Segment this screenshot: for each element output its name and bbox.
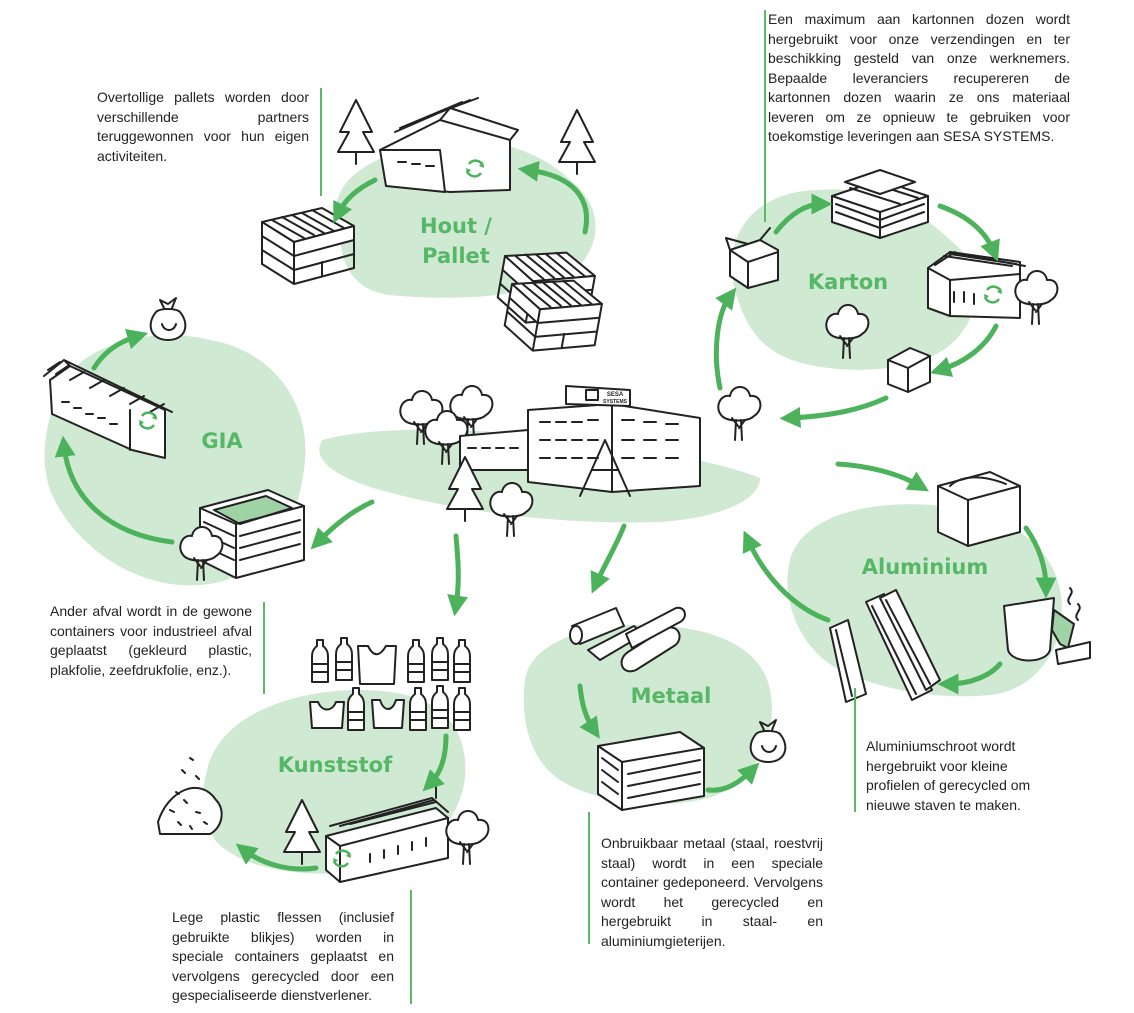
company-sign: SESA: [607, 392, 624, 398]
note-kunststof: Lege plastic flessen (inclusief gebruikt…: [172, 909, 394, 1003]
karton-cluster: [713, 169, 1059, 428]
hout-cluster: [261, 97, 607, 363]
warehouse-icon: [379, 97, 519, 193]
small-box-icon: [887, 347, 931, 393]
warehouse-icon: [927, 251, 1059, 325]
svg-text:SYSTEMS: SYSTEMS: [603, 399, 628, 405]
container-icon: [937, 471, 1021, 547]
note-line-gia: [263, 602, 265, 694]
note-line-metaal: [588, 812, 590, 944]
note-gia: Ander afval wordt in de gewone container…: [50, 603, 252, 678]
plastic-granules-icon: [157, 757, 223, 835]
note-line-hout: [320, 88, 322, 196]
container-icon: [597, 731, 705, 811]
cardboard-box-icon: [725, 227, 779, 289]
note-line-kunststof: [410, 890, 412, 1004]
label-gia: GIA: [201, 429, 243, 453]
aluminium-cluster: [742, 461, 1091, 703]
melting-pot-icon: [1003, 587, 1091, 665]
label-hout-pallet: Hout / Pallet: [420, 214, 492, 268]
container-icon: [199, 489, 305, 579]
label-metaal: Metaal: [630, 684, 712, 708]
cardboard-stack-icon: [831, 169, 929, 239]
note-metaal: Onbruikbaar metaal (staal, roestvrij sta…: [601, 835, 823, 949]
metaal-blob: [523, 625, 772, 804]
note-karton: Een maximum aan kartonnen dozen wordt he…: [768, 11, 1070, 144]
note-aluminium: Aluminiumschroot wordt hergebruikt voor …: [866, 738, 1031, 813]
metal-pipes-icon: [569, 606, 686, 673]
karton-blob: [731, 189, 977, 370]
note-line-aluminium: [854, 688, 856, 812]
label-karton: Karton: [807, 270, 889, 294]
label-aluminium: Aluminium: [861, 555, 989, 579]
label-kunststof: Kunststof: [277, 753, 393, 777]
factory-icon: SESA SYSTEMS: [399, 385, 762, 537]
aluminium-blob: [787, 504, 1062, 697]
trash-bag-icon: [149, 297, 187, 341]
metaal-cluster: [569, 523, 787, 811]
kunststof-cluster: [157, 533, 490, 883]
gia-cluster: [43, 297, 375, 581]
warehouse-icon: [283, 785, 490, 883]
note-hout: Overtollige pallets worden door verschil…: [97, 89, 309, 164]
warehouse-icon: [43, 359, 173, 459]
aluminium-profile-icon: [829, 589, 941, 703]
note-line-karton: [764, 10, 766, 222]
bottle-icon: [309, 637, 471, 731]
pallet-icon: [261, 207, 355, 285]
tree-icon: [337, 99, 375, 165]
